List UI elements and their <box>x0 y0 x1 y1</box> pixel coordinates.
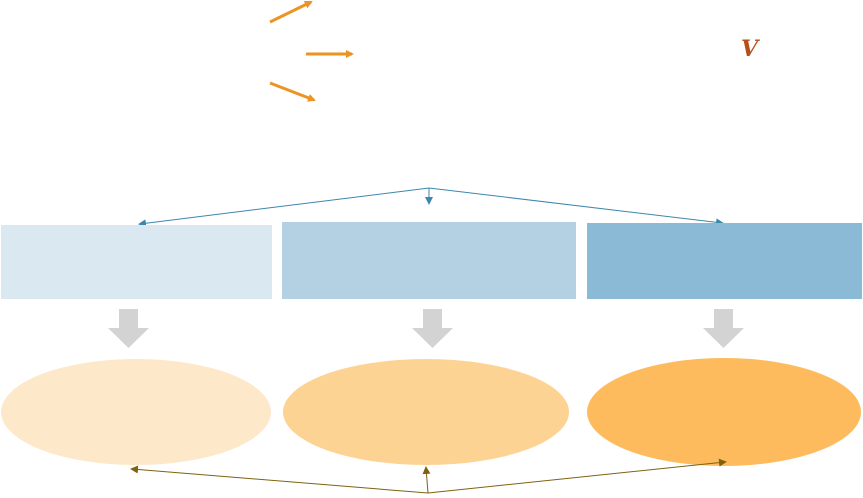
ellipse-3 <box>587 358 861 466</box>
ellipse-2 <box>283 359 569 465</box>
block-arrow-down-icon <box>412 309 453 348</box>
top-connector-right <box>428 187 724 227</box>
arrow-down-right-icon <box>269 81 316 102</box>
bottom-connector-right <box>427 458 727 494</box>
box-3 <box>587 223 862 299</box>
block-arrow-down-icon <box>108 309 149 348</box>
box-2 <box>282 222 576 299</box>
bottom-connector-left <box>130 465 429 494</box>
ellipse-1 <box>1 359 271 465</box>
velocity-symbol: V <box>741 36 759 62</box>
box-1 <box>1 225 272 299</box>
top-connector-left <box>138 187 430 228</box>
bottom-connector-center <box>422 466 431 494</box>
block-arrow-down-icon <box>703 309 744 348</box>
arrow-up-right-icon <box>269 0 313 24</box>
